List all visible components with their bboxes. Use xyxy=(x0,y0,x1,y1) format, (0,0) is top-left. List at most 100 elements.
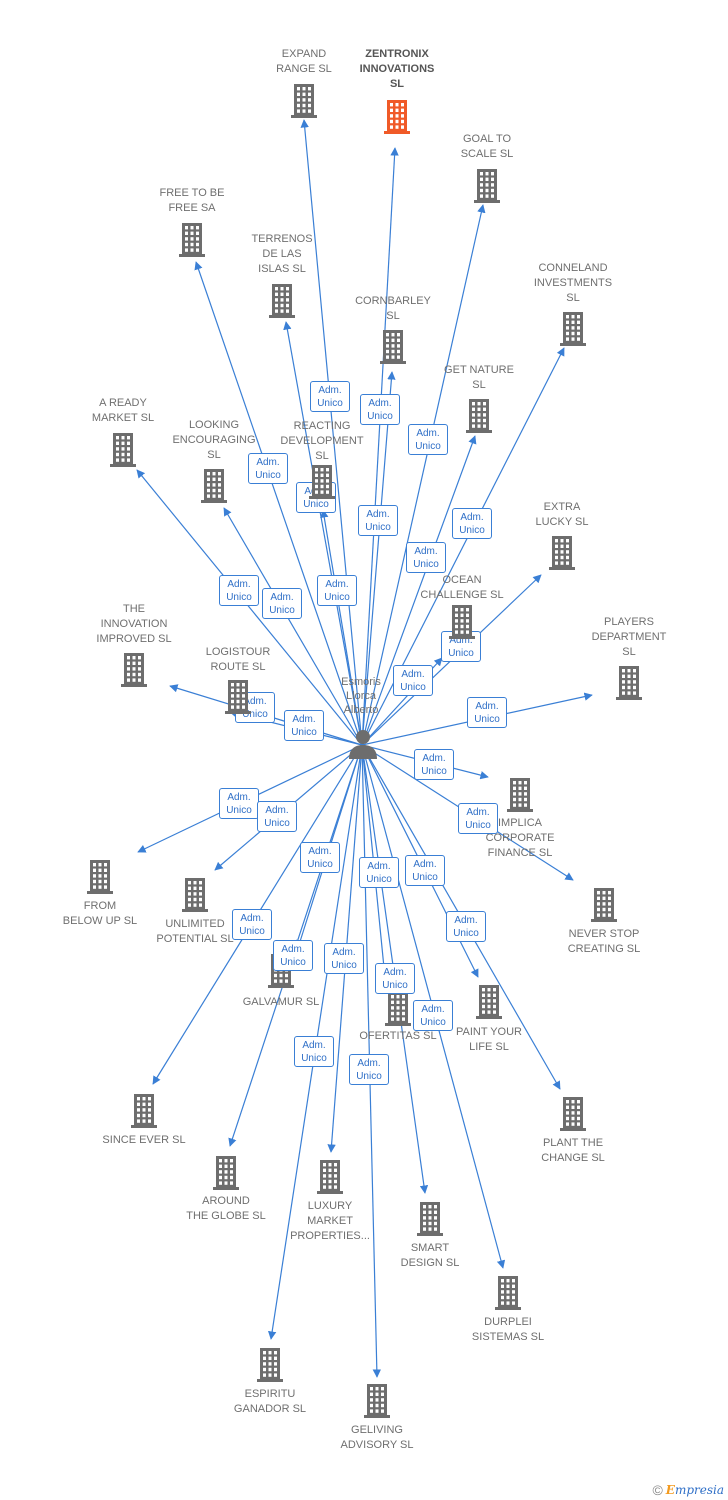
relation-edge xyxy=(136,469,363,746)
company-building-icon[interactable] xyxy=(547,536,577,570)
relation-badge[interactable]: Adm. Unico xyxy=(257,801,297,832)
company-building-icon[interactable] xyxy=(383,992,413,1026)
company-building-icon[interactable] xyxy=(315,1160,345,1194)
relation-badge[interactable]: Adm. Unico xyxy=(414,749,454,780)
relation-badge[interactable]: Adm. Unico xyxy=(375,963,415,994)
relation-badge[interactable]: Adm. Unico xyxy=(310,381,350,412)
footer-credit: © Empresia xyxy=(652,1482,724,1498)
company-building-icon[interactable] xyxy=(464,399,494,433)
company-label[interactable]: PLAYERS DEPARTMENT SL xyxy=(591,616,667,658)
company-label[interactable]: LUXURY MARKET PROPERTIES... xyxy=(290,1200,370,1242)
company-label[interactable]: OCEAN CHALLENGE SL xyxy=(420,574,504,601)
relation-badge[interactable]: Adm. Unico xyxy=(300,842,340,873)
company-label[interactable]: ESPIRITU GANADOR SL xyxy=(233,1388,307,1415)
relation-edge xyxy=(194,261,363,746)
company-building-icon[interactable] xyxy=(289,84,319,118)
relation-badge[interactable]: Adm. Unico xyxy=(359,857,399,888)
company-building-icon[interactable] xyxy=(447,605,477,639)
company-building-icon[interactable] xyxy=(211,1156,241,1190)
company-building-icon[interactable] xyxy=(614,666,644,700)
relation-badge[interactable]: Adm. Unico xyxy=(360,394,400,425)
relation-badge[interactable]: Adm. Unico xyxy=(219,575,259,606)
relation-badge[interactable]: Adm. Unico xyxy=(294,1036,334,1067)
company-label[interactable]: ZENTRONIX INNOVATIONS SL xyxy=(359,48,435,90)
company-building-icon[interactable] xyxy=(474,985,504,1019)
company-building-icon[interactable] xyxy=(558,312,588,346)
company-building-icon[interactable] xyxy=(472,169,502,203)
company-label[interactable]: CORNBARLEY SL xyxy=(355,295,431,322)
company-label[interactable]: NEVER STOP CREATING SL xyxy=(567,928,641,955)
relation-badge[interactable]: Adm. Unico xyxy=(349,1054,389,1085)
person-icon[interactable] xyxy=(347,728,379,760)
brand-logo[interactable]: Empresia xyxy=(665,1483,724,1497)
relation-edge xyxy=(361,371,396,746)
relation-badge[interactable]: Adm. Unico xyxy=(232,909,272,940)
relation-badge[interactable]: Adm. Unico xyxy=(248,453,288,484)
company-building-icon[interactable] xyxy=(493,1276,523,1310)
person-name[interactable]: Esmoris Llorca Alberto xyxy=(341,676,381,716)
company-building-icon[interactable] xyxy=(177,223,207,257)
company-label[interactable]: CONNELAND INVESTMENTS SL xyxy=(533,262,613,304)
company-label[interactable]: EXPAND RANGE SL xyxy=(276,48,332,75)
company-label[interactable]: IMPLICA CORPORATE FINANCE SL xyxy=(485,817,555,859)
company-building-icon[interactable] xyxy=(180,878,210,912)
relation-badge[interactable]: Adm. Unico xyxy=(446,911,486,942)
relation-edge xyxy=(320,509,363,746)
relation-badge[interactable]: Adm. Unico xyxy=(324,943,364,974)
company-label[interactable]: GALVAMUR SL xyxy=(242,996,320,1008)
company-label[interactable]: SINCE EVER SL xyxy=(102,1134,186,1146)
copyright-symbol: © xyxy=(652,1482,663,1498)
company-building-icon[interactable] xyxy=(85,860,115,894)
company-label[interactable]: A READY MARKET SL xyxy=(91,397,155,424)
company-building-icon[interactable] xyxy=(108,433,138,467)
company-label[interactable]: AROUND THE GLOBE SL xyxy=(186,1195,266,1222)
company-building-icon[interactable] xyxy=(505,778,535,812)
relation-badge[interactable]: Adm. Unico xyxy=(262,588,302,619)
relation-badge[interactable]: Adm. Unico xyxy=(273,940,313,971)
company-building-icon[interactable] xyxy=(129,1094,159,1128)
company-building-icon[interactable] xyxy=(223,680,253,714)
company-label[interactable]: OFERTITAS SL xyxy=(359,1030,437,1042)
company-label[interactable]: SMART DESIGN SL xyxy=(400,1242,460,1269)
relation-badge[interactable]: Adm. Unico xyxy=(219,788,259,819)
relation-badge[interactable]: Adm. Unico xyxy=(284,710,324,741)
company-label[interactable]: FROM BELOW UP SL xyxy=(62,900,138,927)
company-building-icon[interactable] xyxy=(382,100,412,134)
company-building-icon[interactable] xyxy=(558,1097,588,1131)
company-building-icon[interactable] xyxy=(199,469,229,503)
relation-badge[interactable]: Adm. Unico xyxy=(408,424,448,455)
company-label[interactable]: FREE TO BE FREE SA xyxy=(159,187,225,214)
company-label[interactable]: REACTING DEVELOPMENT SL xyxy=(280,420,364,462)
company-building-icon[interactable] xyxy=(589,888,619,922)
relation-edge xyxy=(300,119,363,746)
relation-badge[interactable]: Adm. Unico xyxy=(358,505,398,536)
company-label[interactable]: GET NATURE SL xyxy=(444,364,514,391)
company-label[interactable]: GELIVING ADVISORY SL xyxy=(340,1424,414,1451)
company-label[interactable]: UNLIMITED POTENTIAL SL xyxy=(156,918,234,945)
company-building-icon[interactable] xyxy=(307,465,337,499)
company-label[interactable]: TERRENOS DE LAS ISLAS SL xyxy=(251,233,313,275)
company-label[interactable]: PAINT YOUR LIFE SL xyxy=(455,1026,523,1053)
relation-badge[interactable]: Adm. Unico xyxy=(467,697,507,728)
company-building-icon[interactable] xyxy=(362,1384,392,1418)
relation-badge[interactable]: Adm. Unico xyxy=(393,665,433,696)
company-label[interactable]: PLANT THE CHANGE SL xyxy=(541,1137,605,1164)
company-label[interactable]: LOOKING ENCOURAGING SL xyxy=(172,419,256,461)
relation-badge[interactable]: Adm. Unico xyxy=(452,508,492,539)
company-building-icon[interactable] xyxy=(119,653,149,687)
company-label[interactable]: GOAL TO SCALE SL xyxy=(460,133,514,160)
relation-badge[interactable]: Adm. Unico xyxy=(406,542,446,573)
relation-badge[interactable]: Adm. Unico xyxy=(405,855,445,886)
relation-badge[interactable]: Adm. Unico xyxy=(317,575,357,606)
company-building-icon[interactable] xyxy=(255,1348,285,1382)
company-label[interactable]: LOGISTOUR ROUTE SL xyxy=(205,646,271,673)
company-label[interactable]: DURPLEI SISTEMAS SL xyxy=(471,1316,545,1343)
company-building-icon[interactable] xyxy=(378,330,408,364)
relation-edge xyxy=(283,321,363,746)
company-label[interactable]: EXTRA LUCKY SL xyxy=(535,501,589,528)
relation-badge[interactable]: Adm. Unico xyxy=(413,1000,453,1031)
relation-badge[interactable]: Adm. Unico xyxy=(458,803,498,834)
company-building-icon[interactable] xyxy=(415,1202,445,1236)
company-building-icon[interactable] xyxy=(267,284,297,318)
company-label[interactable]: THE INNOVATION IMPROVED SL xyxy=(96,603,172,645)
